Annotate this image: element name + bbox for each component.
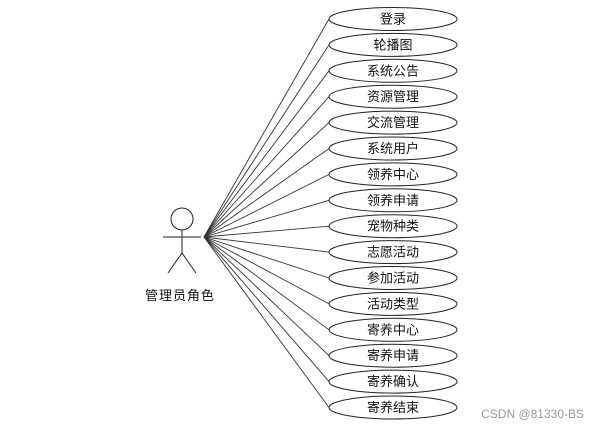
use-case-label: 寄养申请 (367, 348, 419, 364)
use-case-label: 寄养结束 (367, 400, 419, 416)
use-case: 领养中心 (328, 162, 458, 187)
use-case: 轮播图 (328, 32, 458, 57)
use-case-label: 轮播图 (373, 38, 412, 53)
use-case: 资源管理 (328, 84, 458, 109)
use-case-label: 寄养确认 (367, 374, 419, 390)
use-case-ellipse (328, 136, 458, 161)
use-case-list: 登录轮播图系统公告资源管理交流管理系统用户领养中心领养申请宠物种类志愿活动参加活… (328, 7, 458, 420)
association-line (203, 18, 330, 238)
use-case: 交流管理 (328, 110, 458, 135)
use-case: 登录 (328, 7, 458, 31)
use-case-ellipse (328, 317, 458, 342)
use-case: 寄养确认 (328, 369, 458, 394)
use-case-label: 系统用户 (367, 141, 419, 157)
use-case-ellipse (328, 395, 458, 420)
association-line (203, 44, 330, 238)
association-line (203, 122, 330, 238)
use-case: 寄养结束 (328, 395, 458, 420)
use-case: 参加活动 (328, 266, 458, 290)
use-case-ellipse (328, 188, 458, 213)
use-case-ellipse (328, 369, 458, 394)
use-case-ellipse (328, 343, 458, 368)
use-case-ellipse (328, 32, 458, 57)
association-line (203, 199, 330, 238)
use-case-ellipse (328, 7, 458, 31)
use-case: 寄养中心 (328, 317, 458, 342)
actor-right-leg (181, 252, 197, 274)
actor-left-leg (167, 252, 183, 274)
use-case-label: 寄养中心 (367, 322, 419, 338)
use-case-label: 领养申请 (367, 193, 419, 209)
association-line (203, 225, 330, 238)
use-case-label: 登录 (380, 13, 406, 28)
association-line (203, 236, 330, 305)
use-case-ellipse (328, 240, 458, 265)
association-line (203, 236, 330, 279)
association-line (203, 148, 330, 238)
association-lines (203, 18, 330, 408)
association-line (203, 96, 330, 238)
use-case: 活动类型 (328, 291, 458, 316)
association-line (203, 236, 330, 331)
use-case-ellipse (328, 266, 458, 290)
use-case: 寄养申请 (328, 343, 458, 368)
actor-label: 管理员角色 (145, 289, 216, 304)
association-line (203, 236, 330, 382)
use-case-label: 宠物种类 (367, 219, 419, 235)
use-case-label: 交流管理 (367, 115, 419, 131)
use-case-label: 活动类型 (367, 297, 419, 312)
use-case-ellipse (328, 162, 458, 187)
use-case-ellipse (328, 291, 458, 316)
use-case-ellipse (328, 84, 458, 109)
use-case: 系统用户 (328, 136, 458, 161)
use-case-label: 系统公告 (367, 64, 419, 79)
use-case: 领养申请 (328, 188, 458, 213)
association-line (203, 70, 330, 238)
association-line (203, 236, 330, 253)
association-line (203, 173, 330, 238)
watermark: CSDN @81330-BS (481, 407, 584, 421)
use-case: 系统公告 (328, 58, 458, 83)
actor-head (170, 207, 194, 231)
actor-figure (163, 207, 201, 274)
association-line (203, 236, 330, 408)
use-case-ellipse (328, 214, 458, 239)
use-case-label: 领养中心 (367, 167, 419, 183)
use-case-ellipse (328, 110, 458, 135)
use-case: 宠物种类 (328, 214, 458, 239)
association-line (203, 236, 330, 357)
use-case-label: 参加活动 (367, 271, 419, 287)
use-case-label: 志愿活动 (367, 246, 419, 261)
use-case-ellipse (328, 58, 458, 83)
use-case: 志愿活动 (328, 240, 458, 265)
use-case-label: 资源管理 (367, 90, 419, 105)
